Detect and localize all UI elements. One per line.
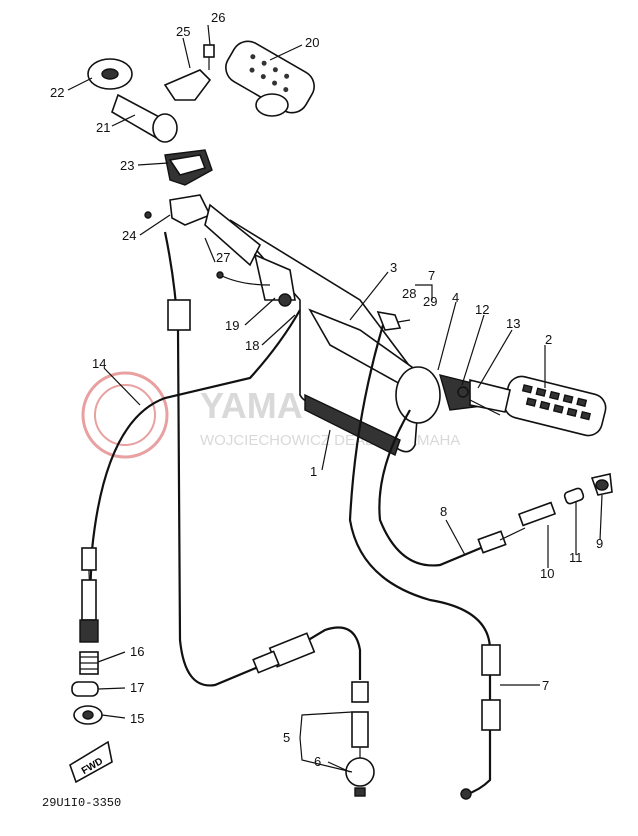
- label-27: 27: [216, 250, 230, 265]
- cable-7: [348, 324, 492, 797]
- part-labels: 1 2 3 4 5 6 7 7 8 9 10 11 12 13 14 15 16…: [50, 10, 603, 769]
- label-14: 14: [92, 356, 106, 371]
- label-8: 8: [440, 504, 447, 519]
- label-10: 10: [540, 566, 554, 581]
- label-11: 11: [569, 550, 583, 565]
- label-6: 6: [314, 754, 321, 769]
- cable-end-cap: [71, 681, 99, 697]
- cable-7-adjuster: [481, 644, 501, 676]
- label-19: 19: [225, 318, 239, 333]
- label-7-bracket: 7: [428, 268, 435, 283]
- label-25: 25: [176, 24, 190, 39]
- label-15: 15: [130, 711, 144, 726]
- upper-clamp: [164, 149, 213, 186]
- cable-8-adjuster: [477, 530, 507, 554]
- left-grip: [225, 40, 315, 117]
- cable-7-sleeve: [481, 699, 501, 731]
- throttle-housing: [395, 366, 511, 424]
- label-4: 4: [452, 290, 459, 305]
- label-7: 7: [542, 678, 549, 693]
- adjuster-cap: [563, 487, 585, 505]
- label-28: 28: [402, 286, 416, 301]
- label-13: 13: [506, 316, 520, 331]
- cable-center-nut: [252, 650, 280, 674]
- label-29: 29: [423, 294, 437, 309]
- grip-tube: [111, 93, 178, 143]
- watermark-logo-ring: [81, 371, 169, 459]
- leader-lines: [67, 24, 603, 773]
- handlebar: [229, 219, 432, 456]
- label-26: 26: [211, 10, 225, 25]
- label-17: 17: [130, 680, 144, 695]
- label-2: 2: [545, 332, 552, 347]
- spring: [79, 651, 99, 675]
- label-9: 9: [596, 536, 603, 551]
- label-20: 20: [305, 35, 319, 50]
- adjuster-spring: [517, 501, 557, 527]
- cable-7-end: [460, 788, 472, 800]
- label-18: 18: [245, 338, 259, 353]
- right-grip: [503, 375, 607, 437]
- label-3: 3: [390, 260, 397, 275]
- left-bar-switch: [204, 203, 296, 307]
- label-22: 22: [50, 85, 64, 100]
- wing-nut: [590, 473, 613, 496]
- cable-14-spring: [79, 619, 99, 643]
- lower-clamp: [144, 194, 212, 226]
- label-23: 23: [120, 158, 134, 173]
- cable-end-assembly: [345, 681, 375, 797]
- label-1: 1: [310, 464, 317, 479]
- label-12: 12: [475, 302, 489, 317]
- cable-14: [86, 309, 301, 641]
- label-21: 21: [96, 120, 110, 135]
- bracket: [163, 44, 215, 101]
- washer: [87, 58, 133, 90]
- label-24: 24: [122, 228, 136, 243]
- cable-8: [378, 409, 501, 567]
- cable-holder: [73, 705, 103, 725]
- cable-14-adjuster: [81, 547, 97, 571]
- fwd-badge: FWD: [69, 740, 113, 784]
- label-16: 16: [130, 644, 144, 659]
- watermark-logo-inner-ring: [94, 384, 156, 446]
- watermark-subtitle: WOJCIECHOWICZ DEALER YAMAHA: [200, 432, 460, 449]
- cable-center-boot: [167, 299, 191, 331]
- label-5: 5: [283, 730, 290, 745]
- cable-14-sleeve: [81, 579, 97, 621]
- cable-center: [163, 231, 362, 687]
- diagram-code: 29U1I0-3350: [42, 796, 121, 810]
